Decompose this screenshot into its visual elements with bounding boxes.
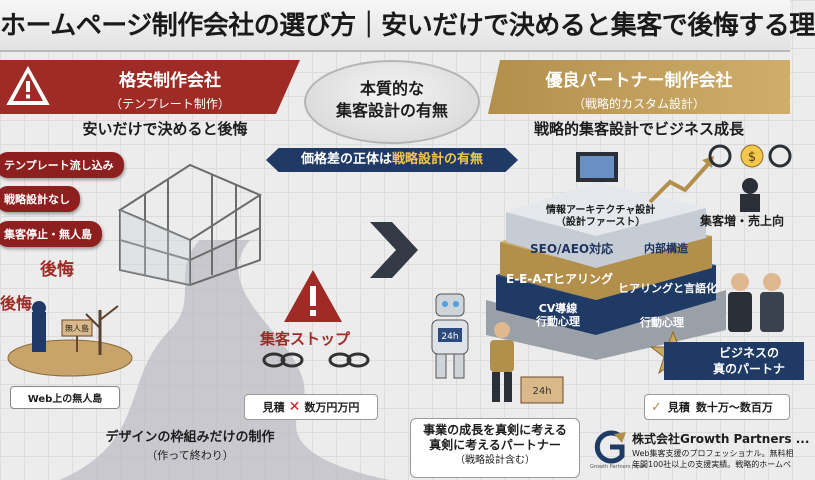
page-title: ホームページ制作会社の選び方｜安いだけで決めると集客で後悔する理: [0, 0, 815, 52]
layer-architecture-label: 情報アーキテクチャ設計 （設計ファースト）: [546, 205, 655, 229]
check-icon: ✓: [651, 399, 662, 415]
svg-text:$: $: [748, 150, 756, 165]
stop-warning-icon: [284, 270, 342, 322]
partner-company-subtitle: （戦略的カスタム設計）: [572, 97, 705, 111]
company-description-line-1: Web集客支援のプロフェッショナル。無料相: [632, 449, 794, 458]
layer-psychology-label: 行動心理: [640, 316, 684, 329]
partner-caption-line-2: 真剣に考えるパートナー: [429, 438, 561, 452]
issue-bubble-no-strategy: 戦略設計なし: [0, 186, 80, 212]
box-tag-text: 24h: [532, 386, 551, 397]
design-caption: デザインの枠組みだけの制作 （作って終わり）: [60, 426, 320, 463]
businessman-icon: [490, 322, 514, 402]
budget-estimate-box: 見積 ✕ 数万円万円: [244, 394, 378, 420]
layer-cv-title: CV導線: [538, 302, 578, 315]
layer-internal-label: 内部構造: [644, 242, 688, 255]
center-question-oval: 本質的な 集客設計の有無: [304, 60, 480, 144]
true-partner-line-1: ビジネスの: [718, 346, 779, 360]
robot-icon: 24h: [431, 293, 469, 379]
company-description: Web集客支援のプロフェッショナル。無料相 年間100社以上の支援実績。戦略的ホ…: [632, 448, 794, 470]
chevron-right-icon: [370, 222, 418, 278]
budget-company-subtitle: （テンプレート制作）: [110, 97, 230, 111]
warning-icon: [6, 65, 50, 105]
layer-seo-label: SEO/AEO対応: [530, 242, 614, 256]
partner-company-header: 優良パートナー制作会社 （戦略的カスタム設計）: [488, 60, 790, 114]
growth-icons-cluster: $: [648, 144, 792, 212]
empty-house-frame-icon: [117, 163, 263, 287]
layer-hearing-label: ヒアリングと言語化: [618, 282, 717, 295]
company-description-line-2: 年間100社以上の支援実績。戦略的ホームペ: [632, 460, 792, 469]
budget-company-title: 格安制作会社: [119, 71, 221, 91]
strategy-layer-stack: [486, 152, 726, 360]
center-oval-line-2: 集客設計の有無: [335, 101, 448, 120]
partner-estimate-value: 数十万〜数百万: [695, 401, 773, 414]
price-difference-banner: 価格差の正体は戦略設計の有無: [266, 148, 518, 172]
budget-estimate-value: 数万円万円: [304, 401, 360, 414]
cross-icon: ✕: [288, 399, 301, 415]
result-label: 集客増・売上向: [700, 214, 785, 228]
company-logo-subtext: Growth Partners Japan: [590, 464, 646, 470]
regret-label-1: 後悔: [40, 260, 74, 280]
island-sign-text: 無人島: [65, 323, 89, 333]
layer-cv-label: CV導線 行動心理: [536, 302, 580, 328]
layer-cv-sub: 行動心理: [536, 315, 580, 328]
road-illustration: [60, 240, 390, 480]
island-label: Web上の無人島: [10, 386, 120, 409]
partner-caption-sub: （戦略設計含む）: [455, 455, 535, 466]
banner-text: 価格差の正体は: [300, 152, 392, 167]
issue-bubble-stopped: 集客停止・無人島: [0, 221, 102, 247]
budget-company-header: 格安制作会社 （テンプレート制作）: [0, 60, 300, 114]
company-name: 株式会社Growth Partners ...: [632, 432, 810, 446]
design-caption-sub: （作って終わり）: [146, 449, 234, 462]
package-box-icon: 24h: [520, 376, 564, 404]
desert-island-icon: 無人島: [7, 301, 133, 377]
layer-architecture-sub: （設計ファースト）: [555, 217, 646, 228]
center-oval-line-1: 本質的な: [359, 79, 424, 98]
partner-caption-line-1: 事業の成長を真剣に考える: [423, 423, 567, 437]
robot-tag-text: 24h: [441, 332, 458, 342]
company-logo-icon: [594, 430, 626, 464]
issue-bubble-template: テンプレート流し込み: [0, 152, 124, 178]
regret-label-2: 後悔: [0, 294, 33, 313]
stop-label: 集客ストップ: [260, 330, 351, 348]
true-partner-badge: ビジネスの 真のパートナ: [664, 342, 804, 380]
partner-caption: 事業の成長を真剣に考える 真剣に考えるパートナー （戦略設計含む）: [410, 418, 580, 478]
partner-estimate-box: ✓ 見積 数十万〜数百万: [644, 394, 790, 420]
partner-estimate-label: 見積: [667, 401, 690, 414]
partner-company-title: 優良パートナー制作会社: [545, 71, 733, 91]
layer-eeat-label: E-E-A-Tヒアリング: [506, 272, 614, 286]
layer-architecture-title: 情報アーキテクチャ設計: [546, 205, 656, 216]
true-partner-line-2: 真のパートナ: [712, 362, 785, 376]
broken-chain-icon: [262, 352, 370, 368]
budget-estimate-label: 見積: [262, 401, 285, 414]
design-caption-main: デザインの枠組みだけの制作: [105, 430, 275, 445]
partner-company-tagline: 戦略的集客設計でビジネス成長: [533, 120, 744, 138]
business-people-icon: [728, 273, 784, 332]
banner-highlight: 戦略設計の有無: [392, 152, 484, 167]
budget-company-tagline: 安いだけで決めると後悔: [82, 120, 248, 138]
